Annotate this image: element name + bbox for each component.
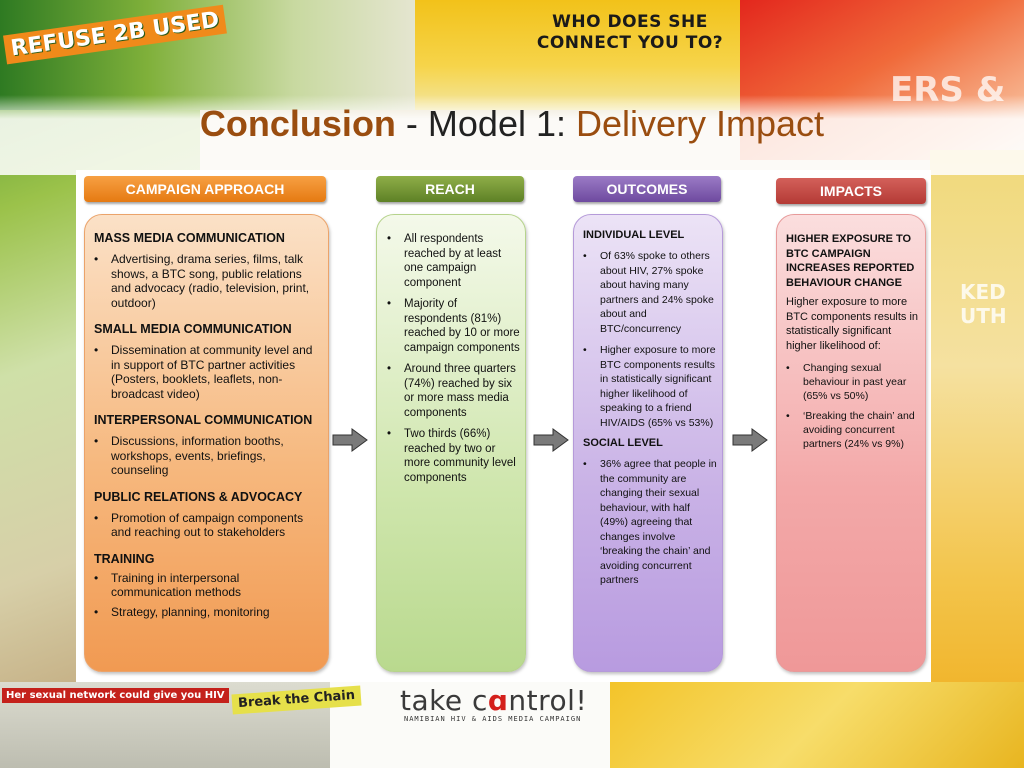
training-section: TRAINING Training in interpersonal commu… (94, 552, 322, 620)
logo-text-end: ntrol! (508, 684, 588, 717)
arrow-right-icon (533, 428, 569, 452)
poster-fragment-text: ERS & (890, 70, 1006, 110)
list-item: Training in interpersonal communication … (94, 571, 322, 600)
campaign-approach-box: MASS MEDIA COMMUNICATION Advertising, dr… (84, 214, 329, 672)
logo-wordmark: take cɑntrol! (400, 684, 640, 717)
list-item: Around three quarters (74%) reached by s… (387, 362, 520, 420)
title-separator: - Model 1: (395, 103, 576, 144)
list-item: All respondents reached by at least one … (387, 232, 520, 290)
logo-text-start: take c (400, 684, 488, 717)
social-level-title: SOCIAL LEVEL (583, 437, 663, 449)
list-item: Two thirds (66%) reached by two or more … (387, 427, 520, 485)
impacts-box: HIGHER EXPOSURE TO BTC CAMPAIGN INCREASE… (776, 214, 926, 672)
section-title: INTERPERSONAL COMMUNICATION (94, 413, 313, 427)
section-title: SMALL MEDIA COMMUNICATION (94, 322, 292, 336)
header-campaign-approach: CAMPAIGN APPROACH (84, 176, 326, 202)
poster-collage-bottom-right (610, 682, 1024, 768)
title-conclusion: Conclusion (199, 103, 396, 144)
title-delivery-impact: Delivery Impact (576, 103, 825, 144)
individual-level-title: INDIVIDUAL LEVEL (583, 229, 685, 241)
list-item: Of 63% spoke to others about HIV, 27% sp… (583, 249, 719, 336)
poster-collage-top-middle (415, 0, 745, 110)
ribbon-icon: ɑ (487, 684, 509, 717)
list-item: 36% agree that people in the community a… (583, 457, 719, 588)
poster-fragment-ked-text: KED UTH (960, 280, 1007, 328)
list-item: Changing sexual behaviour in past year (… (786, 361, 920, 403)
list-item: Advertising, drama series, films, talk s… (94, 252, 322, 310)
slide-title: Conclusion - Model 1: Delivery Impact (0, 103, 1024, 145)
impacts-paragraph: Higher exposure to more BTC components r… (786, 296, 919, 352)
reach-box: All respondents reached by at least one … (376, 214, 526, 672)
header-impacts: IMPACTS (776, 178, 926, 204)
small-media-section: SMALL MEDIA COMMUNICATION Dissemination … (94, 322, 322, 401)
mass-media-section: MASS MEDIA COMMUNICATION Advertising, dr… (94, 231, 322, 310)
list-item: Discussions, information booths, worksho… (94, 434, 322, 478)
poster-collage-right (930, 150, 1024, 690)
list-item: Higher exposure to more BTC components r… (583, 343, 719, 430)
poster-sexual-network-text: Her sexual network could give you HIV (2, 688, 229, 703)
logo-band (330, 682, 610, 768)
impacts-title: HIGHER EXPOSURE TO BTC CAMPAIGN INCREASE… (786, 233, 915, 289)
arrow-right-icon (332, 428, 368, 452)
list-item: Promotion of campaign components and rea… (94, 511, 322, 540)
interpersonal-section: INTERPERSONAL COMMUNICATION Discussions,… (94, 413, 322, 478)
public-relations-section: PUBLIC RELATIONS & ADVOCACY Promotion of… (94, 490, 322, 540)
list-item: Majority of respondents (81%) reached by… (387, 297, 520, 355)
list-item: ‘Breaking the chain’ and avoiding concur… (786, 409, 920, 451)
model-diagram: CAMPAIGN APPROACH REACH OUTCOMES IMPACTS… (76, 170, 931, 682)
poster-question-text: WHO DOES SHE CONNECT YOU TO? (536, 12, 724, 53)
outcomes-box: INDIVIDUAL LEVEL Of 63% spoke to others … (573, 214, 723, 672)
section-title: MASS MEDIA COMMUNICATION (94, 231, 285, 245)
arrow-right-icon (732, 428, 768, 452)
list-item: Dissemination at community level and in … (94, 343, 322, 401)
title-band (0, 95, 1024, 175)
header-reach: REACH (376, 176, 524, 202)
header-outcomes: OUTCOMES (573, 176, 721, 202)
section-title: TRAINING (94, 551, 155, 566)
list-item: Strategy, planning, monitoring (94, 605, 322, 620)
take-control-logo: take cɑntrol! NAMIBIAN HIV & AIDS MEDIA … (400, 684, 640, 744)
logo-tagline: NAMIBIAN HIV & AIDS MEDIA CAMPAIGN (404, 715, 582, 723)
section-title: PUBLIC RELATIONS & ADVOCACY (94, 489, 303, 504)
